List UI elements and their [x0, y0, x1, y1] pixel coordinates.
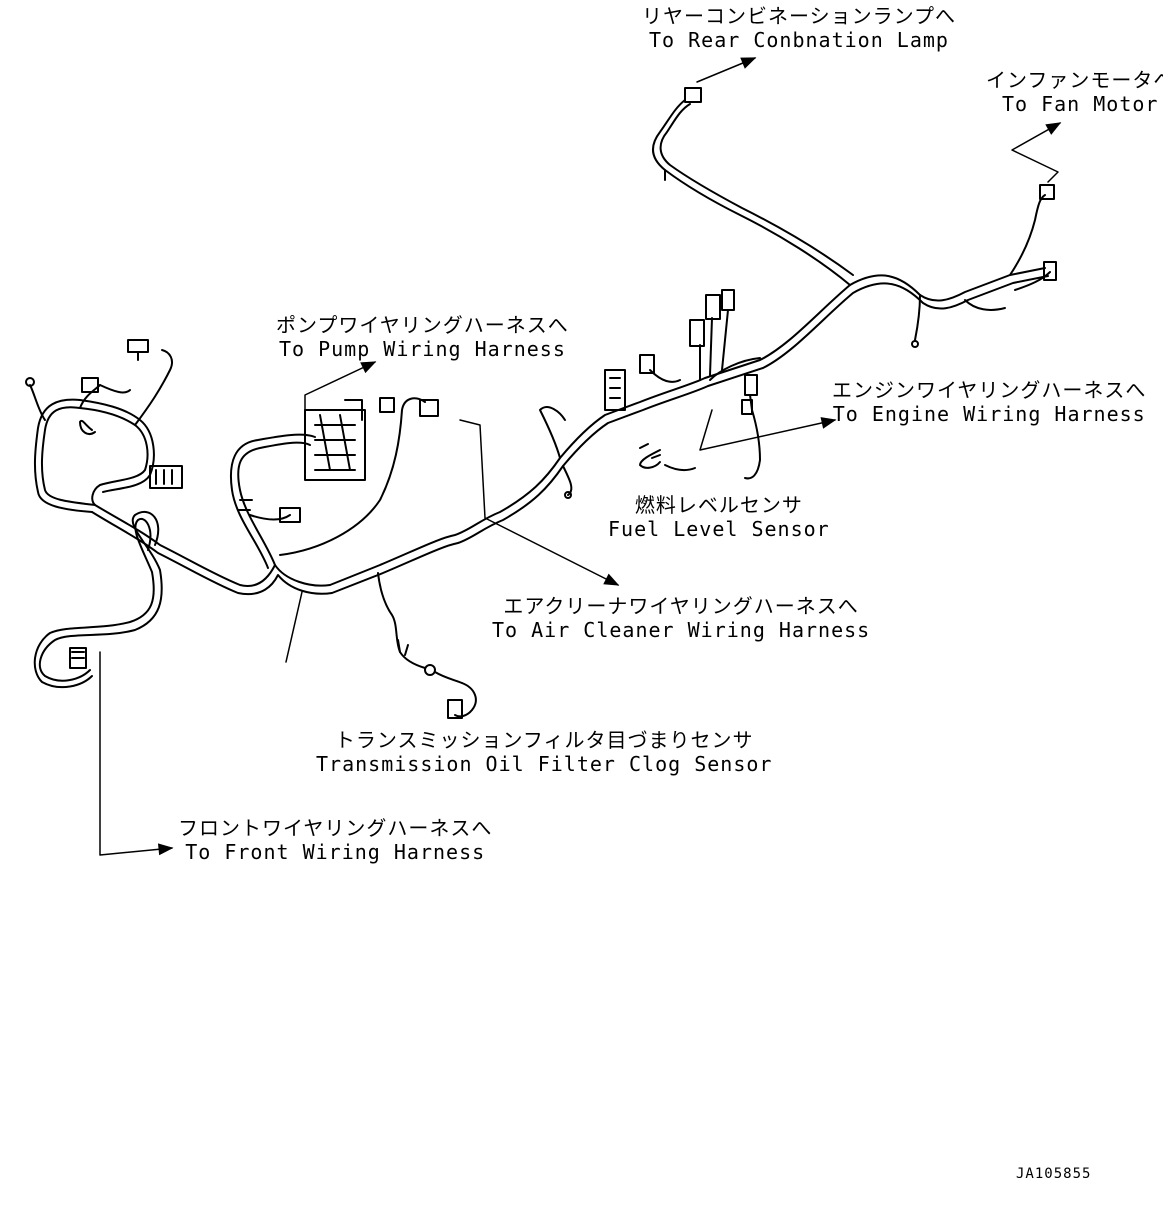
label-jp: ポンプワイヤリングハーネスへ	[276, 313, 569, 337]
arrow-air-cleaner	[459, 419, 620, 586]
label-en: To Pump Wiring Harness	[278, 337, 566, 361]
leader-lines	[99, 57, 1062, 856]
leader-transmission	[285, 591, 303, 663]
label-jp: インファンモータへ	[986, 68, 1163, 92]
label-en: To Fan Motor	[1001, 92, 1159, 116]
label-en: Fuel Level Sensor	[608, 517, 830, 541]
document-id: JA105855	[1016, 1166, 1092, 1182]
upper-left-loop	[25, 339, 183, 513]
arrow-pump-harness	[304, 361, 377, 471]
label-en: To Engine Wiring Harness	[832, 402, 1146, 426]
label-jp: 燃料レベルセンサ	[634, 493, 803, 517]
label-engine-wiring-harness: エンジンワイヤリングハーネスへ To Engine Wiring Harness	[832, 378, 1146, 426]
label-jp: エアクリーナワイヤリングハーネスへ	[503, 594, 859, 618]
label-front-wiring-harness: フロントワイヤリングハーネスへ To Front Wiring Harness	[178, 816, 492, 864]
arrow-engine-harness	[699, 410, 835, 451]
label-jp: トランスミッションフィルタ目づまりセンサ	[334, 728, 754, 752]
fan-motor-branch	[911, 184, 1057, 348]
label-fan-motor: インファンモータへ To Fan Motor	[986, 68, 1163, 116]
label-fuel-level-sensor: 燃料レベルセンサ Fuel Level Sensor	[608, 493, 830, 541]
front-harness-branch	[33, 510, 163, 689]
label-air-cleaner-wiring-harness: エアクリーナワイヤリングハーネスへ To Air Cleaner Wiring …	[492, 594, 870, 642]
arrow-fan-motor	[1011, 122, 1062, 183]
label-pump-wiring-harness: ポンプワイヤリングハーネスへ To Pump Wiring Harness	[276, 313, 569, 361]
label-jp: フロントワイヤリングハーネスへ	[178, 816, 493, 840]
label-en: To Front Wiring Harness	[185, 840, 486, 864]
label-rear-combination-lamp: リヤーコンビネーションランプへ To Rear Conbnation Lamp	[642, 4, 956, 52]
label-en: To Rear Conbnation Lamp	[649, 28, 949, 52]
main-harness-trunk	[91, 267, 1049, 596]
arrow-front-harness	[99, 651, 174, 856]
arrow-rear-lamp	[696, 57, 757, 83]
central-junction	[539, 289, 761, 499]
label-en: To Air Cleaner Wiring Harness	[492, 618, 871, 642]
label-en: Transmission Oil Filter Clog Sensor	[316, 752, 773, 776]
pump-harness-branch	[230, 397, 439, 569]
label-transmission-oil-filter-clog-sensor: トランスミッションフィルタ目づまりセンサ Transmission Oil Fi…	[316, 728, 772, 776]
label-jp: リヤーコンビネーションランプへ	[642, 4, 956, 28]
rear-lamp-branch	[652, 87, 854, 286]
transmission-sensor-branch	[377, 572, 477, 719]
label-jp: エンジンワイヤリングハーネスへ	[832, 378, 1147, 402]
